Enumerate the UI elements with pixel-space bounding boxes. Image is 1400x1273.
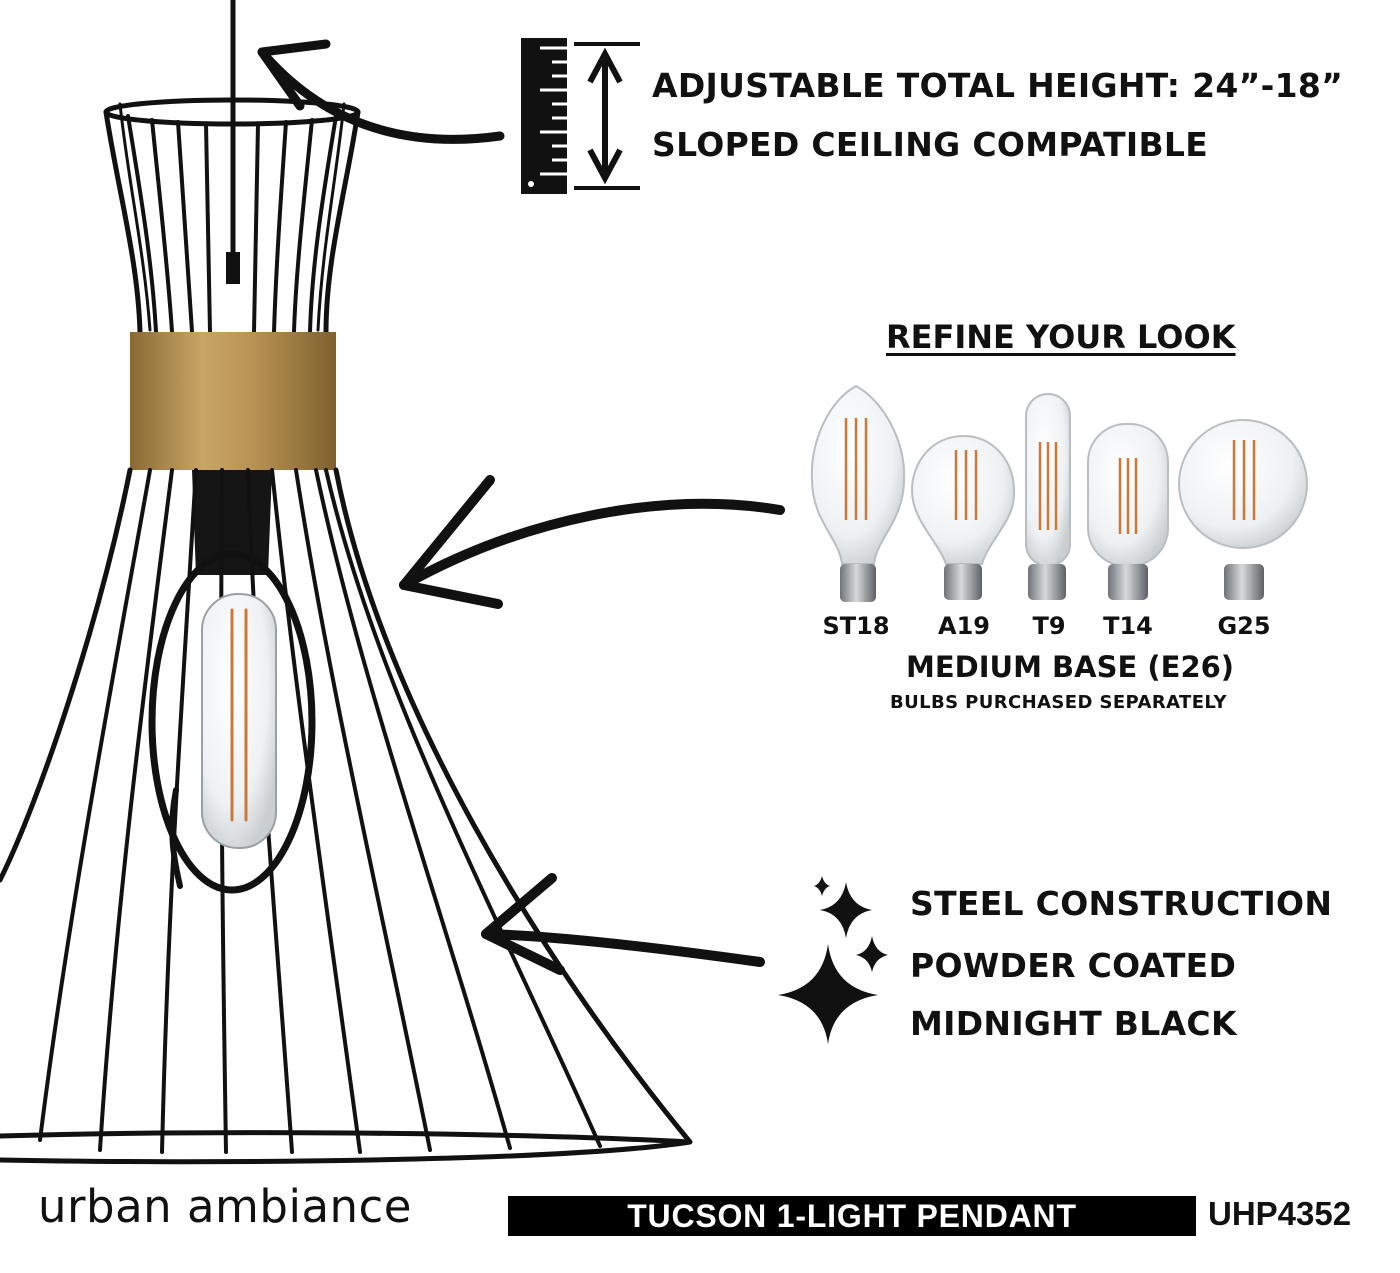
bulb-label-g25: G25 bbox=[1217, 612, 1271, 640]
arrow-to-cage bbox=[481, 873, 765, 975]
arrow-to-cord bbox=[257, 39, 505, 144]
material-line-2: POWDER COATED bbox=[910, 946, 1237, 985]
height-callout-line1: ADJUSTABLE TOTAL HEIGHT: 24”-18” bbox=[652, 66, 1344, 105]
material-line-1: STEEL CONSTRUCTION bbox=[910, 884, 1333, 923]
bulb-label-st18: ST18 bbox=[822, 612, 890, 640]
brand-name: urban ambiance bbox=[38, 1180, 412, 1233]
bulb-a19 bbox=[910, 434, 1016, 600]
bulb-label-t9: T9 bbox=[1032, 612, 1066, 640]
bulb-label-t14: T14 bbox=[1103, 612, 1153, 640]
height-callout-line2: SLOPED CEILING COMPATIBLE bbox=[652, 125, 1209, 164]
bulb-g25 bbox=[1178, 419, 1308, 600]
pendant-lamp-drawing bbox=[0, 0, 693, 1165]
product-name: TUCSON 1-LIGHT PENDANT bbox=[627, 1197, 1077, 1234]
ruler-height-icon bbox=[521, 38, 640, 194]
bulb-t14 bbox=[1087, 423, 1169, 600]
sparkle-icon bbox=[778, 876, 888, 1044]
bulbs-note: BULBS PURCHASED SEPARATELY bbox=[890, 692, 1227, 713]
base-type-text: MEDIUM BASE (E26) bbox=[906, 650, 1235, 684]
arrow-to-bulb bbox=[399, 475, 785, 609]
bulb-st18 bbox=[810, 384, 906, 602]
material-line-3: MIDNIGHT BLACK bbox=[910, 1004, 1237, 1043]
bulbs-heading: REFINE YOUR LOOK bbox=[886, 318, 1236, 356]
product-name-bar: TUCSON 1-LIGHT PENDANT bbox=[508, 1196, 1196, 1236]
bulb-label-a19: A19 bbox=[938, 612, 990, 640]
product-sku: UHP4352 bbox=[1208, 1195, 1352, 1232]
bulb-t9 bbox=[1025, 393, 1071, 600]
